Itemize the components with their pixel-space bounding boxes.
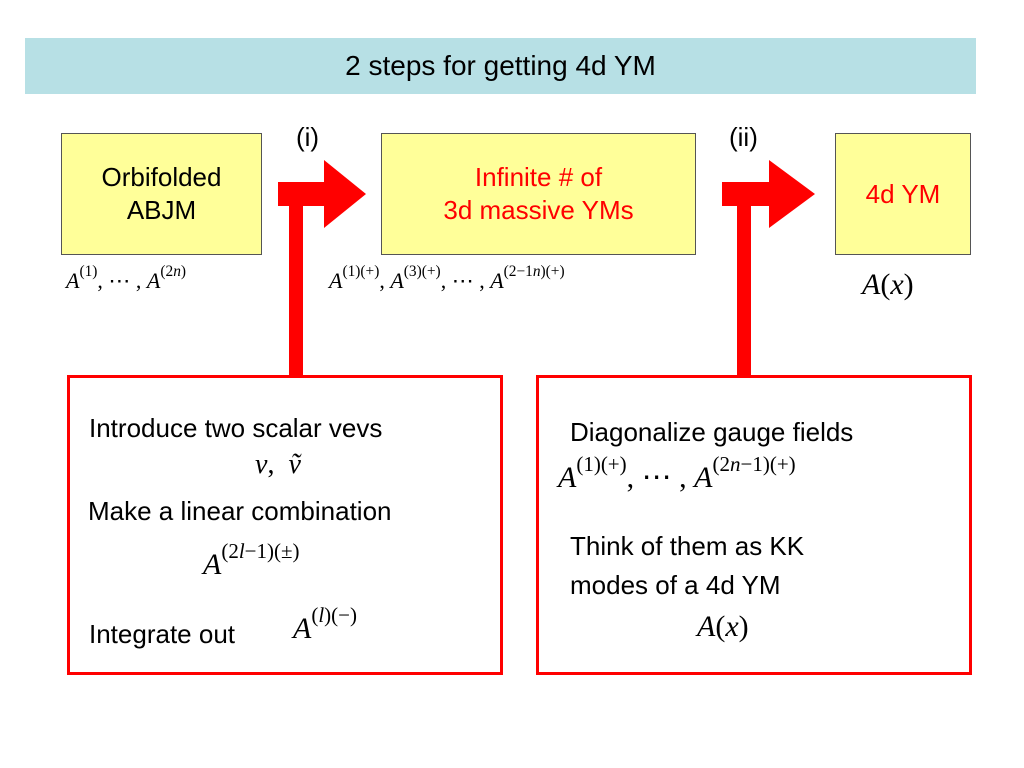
page-title: 2 steps for getting 4d YM bbox=[345, 50, 656, 81]
formula-diagonalized-fields: A(1)(+), ⋯ , A(2n−1)(+) bbox=[558, 452, 796, 494]
box-infinite-3d-ym-line2: 3d massive YMs bbox=[443, 195, 634, 225]
box-4d-ym-line1: 4d YM bbox=[865, 178, 941, 209]
formula-abjm-fields: A(1), ⋯ , A(2n) bbox=[66, 263, 187, 293]
title-bar: 2 steps for getting 4d YM bbox=[25, 38, 976, 94]
box-4d-ym: 4d YM bbox=[835, 133, 971, 255]
panel-i-line-scalar-vevs: Introduce two scalar vevs bbox=[89, 413, 383, 443]
formula-vevs: v, ṽ bbox=[255, 449, 301, 480]
connector-step-ii bbox=[737, 194, 751, 376]
box-infinite-3d-ym-line1: Infinite # of bbox=[474, 162, 603, 192]
box-orbifolded-abjm: Orbifolded ABJM bbox=[61, 133, 262, 255]
formula-linear-combination: A(2l−1)(±) bbox=[203, 539, 300, 581]
panel-ii-line-kk-modes-2: modes of a 4d YM bbox=[570, 570, 781, 600]
arrow-step-ii bbox=[722, 160, 815, 228]
connector-step-i bbox=[289, 194, 303, 376]
box-orbifolded-abjm-line1: Orbifolded bbox=[101, 162, 222, 192]
panel-i-line-integrate-out: Integrate out bbox=[89, 619, 235, 649]
panel-step-i bbox=[67, 375, 503, 675]
formula-4d-field-panel: A(x) bbox=[697, 610, 749, 643]
box-orbifolded-abjm-line2: ABJM bbox=[126, 195, 197, 225]
formula-3d-fields: A(1)(+), A(3)(+), ⋯ , A(2−1n)(+) bbox=[329, 263, 565, 293]
formula-integrate-out: A(l)(−) bbox=[293, 603, 357, 645]
panel-i-line-linear-combination: Make a linear combination bbox=[88, 496, 392, 526]
step-label-ii: (ii) bbox=[729, 122, 758, 152]
arrow-step-i bbox=[278, 160, 366, 228]
panel-ii-line-diagonalize: Diagonalize gauge fields bbox=[570, 417, 854, 447]
formula-4d-field: A(x) bbox=[862, 268, 914, 301]
panel-step-ii bbox=[536, 375, 972, 675]
step-label-i: (i) bbox=[296, 122, 320, 152]
panel-ii-line-kk-modes-1: Think of them as KK bbox=[570, 531, 805, 561]
box-infinite-3d-ym: Infinite # of 3d massive YMs bbox=[381, 133, 696, 255]
